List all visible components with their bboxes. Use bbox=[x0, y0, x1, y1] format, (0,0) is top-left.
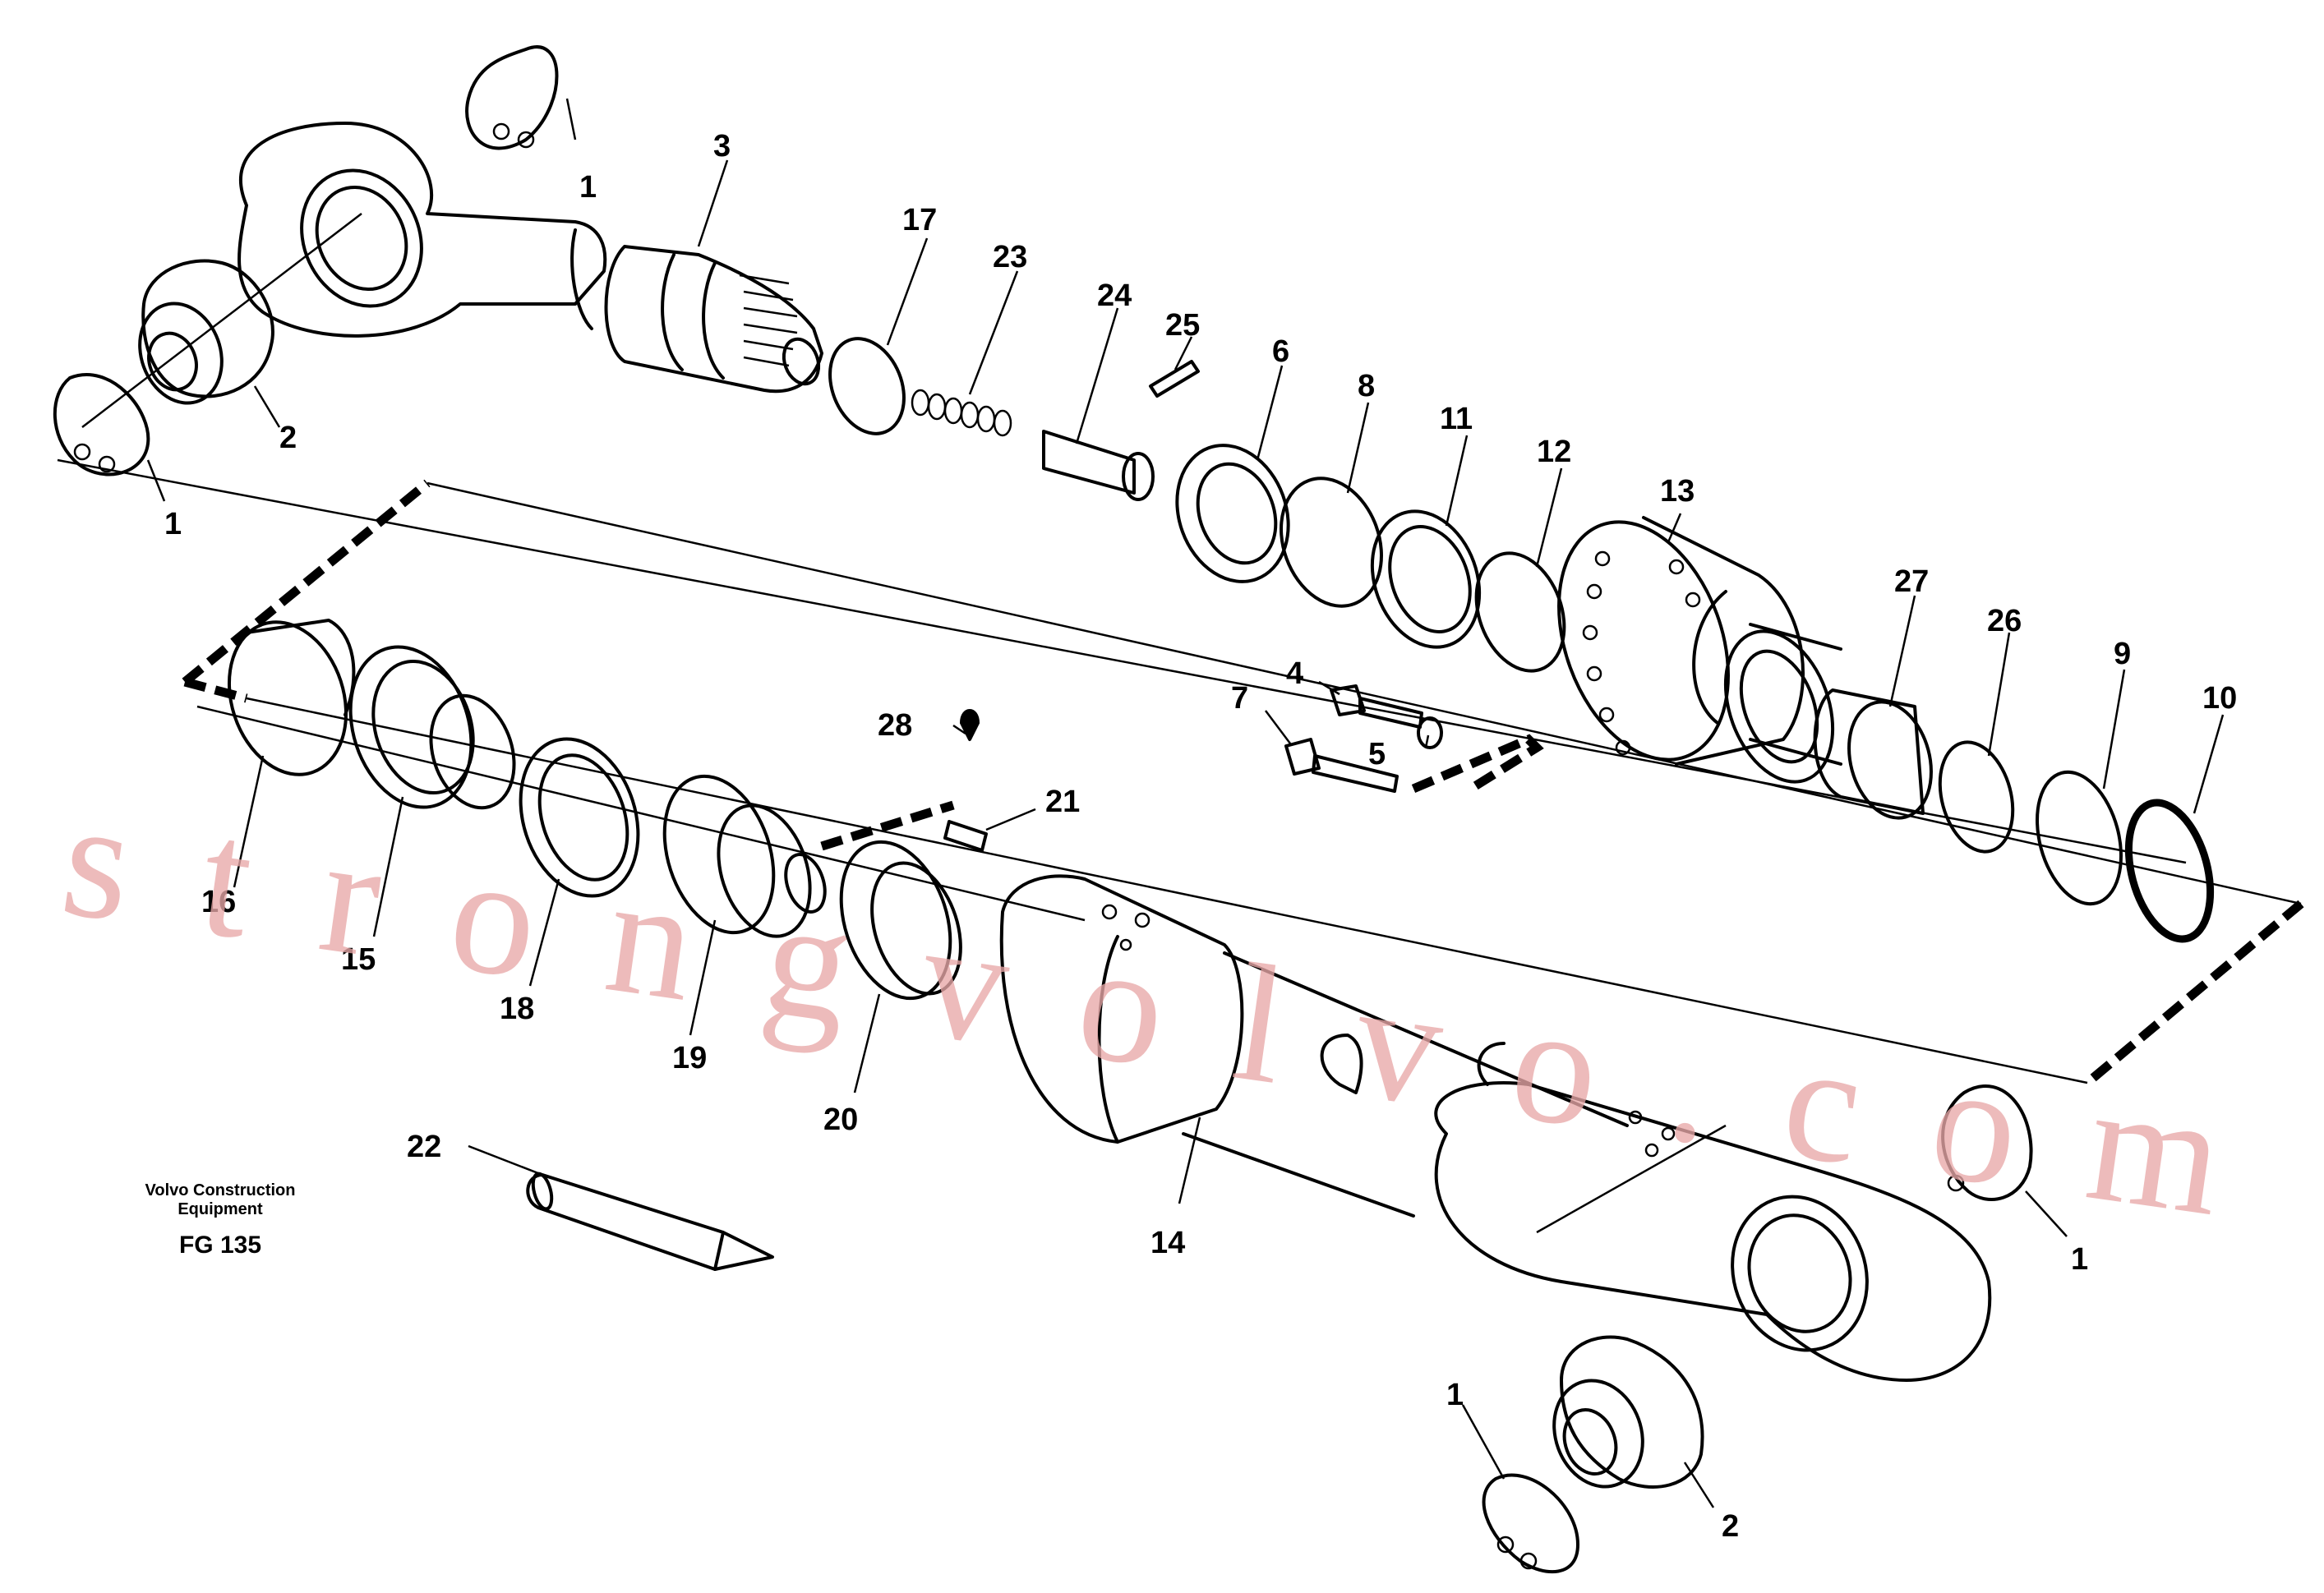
label-14: 14 bbox=[1150, 1226, 1185, 1260]
label-21: 21 bbox=[1045, 785, 1080, 819]
watermark-text: strongvolvo.com bbox=[53, 764, 2243, 1253]
label-23: 23 bbox=[993, 240, 1027, 274]
wiper-11 bbox=[1370, 509, 1482, 649]
ring-18 bbox=[519, 737, 640, 898]
bushing-2-lower bbox=[1552, 1335, 1704, 1489]
label-25: 25 bbox=[1165, 308, 1200, 343]
plug-21 bbox=[943, 820, 988, 852]
seal-9 bbox=[2036, 770, 2123, 906]
label-28: 28 bbox=[878, 708, 912, 743]
piston-19 bbox=[662, 774, 827, 938]
cylinder-tube-14 bbox=[999, 874, 1629, 1218]
cylinder-base-eye bbox=[1320, 1034, 1992, 1382]
screw-7 bbox=[1284, 738, 1399, 793]
snap-ring-1-lower-b bbox=[1482, 1473, 1579, 1573]
pin-25 bbox=[1149, 360, 1200, 398]
bushing-27 bbox=[1813, 688, 1933, 820]
o-ring-17 bbox=[828, 337, 906, 435]
seal-8 bbox=[1280, 477, 1383, 608]
valve-24 bbox=[1042, 430, 1155, 501]
caption-line-1: Volvo Construction bbox=[145, 1181, 296, 1199]
cylinder-head-13 bbox=[1557, 516, 1842, 784]
boundary-dashed-left bbox=[183, 677, 248, 703]
label-1-right: 1 bbox=[2071, 1242, 2088, 1277]
label-1-left: 1 bbox=[164, 507, 182, 541]
screw-4 bbox=[1330, 684, 1423, 729]
bushing-2-upper bbox=[138, 259, 274, 405]
rod-eye bbox=[237, 122, 607, 338]
label-9: 9 bbox=[2114, 637, 2131, 671]
boundary-dashed-right bbox=[2084, 900, 2304, 1087]
seal-12 bbox=[1474, 551, 1566, 673]
ring-20 bbox=[839, 840, 962, 1001]
boundary-dashed-top bbox=[182, 479, 431, 686]
label-4: 4 bbox=[1286, 656, 1303, 691]
rod bbox=[604, 245, 823, 394]
label-16: 16 bbox=[201, 885, 236, 919]
mounting-tool-22 bbox=[526, 1172, 774, 1271]
snap-ring-1-upper-b bbox=[53, 373, 150, 477]
label-27: 27 bbox=[1894, 564, 1929, 599]
label-24: 24 bbox=[1097, 279, 1132, 313]
boundary-dashed-mid bbox=[820, 800, 955, 851]
caption-code: FG 135 bbox=[179, 1232, 261, 1259]
label-10: 10 bbox=[2202, 681, 2237, 716]
washer-5 bbox=[1417, 716, 1443, 749]
label-8: 8 bbox=[1358, 369, 1375, 403]
label-1-top: 1 bbox=[579, 170, 597, 205]
label-1-bottom: 1 bbox=[1446, 1378, 1464, 1412]
label-3: 3 bbox=[713, 129, 731, 163]
label-13: 13 bbox=[1660, 474, 1695, 509]
label-26: 26 bbox=[1987, 604, 2022, 638]
label-5: 5 bbox=[1368, 737, 1386, 771]
label-12: 12 bbox=[1537, 435, 1571, 469]
label-20: 20 bbox=[823, 1103, 858, 1137]
spring-23 bbox=[911, 389, 1012, 437]
label-19: 19 bbox=[672, 1041, 707, 1075]
label-17: 17 bbox=[902, 203, 937, 237]
label-22: 22 bbox=[407, 1130, 441, 1164]
ring-10 bbox=[2124, 799, 2215, 943]
top-eye-axis bbox=[81, 213, 362, 428]
boundary-dashed-inner bbox=[1411, 734, 1544, 794]
label-7: 7 bbox=[1231, 681, 1248, 716]
label-11: 11 bbox=[1440, 402, 1473, 436]
label-18: 18 bbox=[500, 992, 534, 1026]
upper-axis-line bbox=[57, 458, 2187, 864]
snap-ring-1-lower-a bbox=[1941, 1084, 2033, 1201]
ring-26 bbox=[1938, 740, 2015, 854]
grease-nipple-28 bbox=[960, 709, 980, 741]
leader-lines bbox=[146, 98, 2225, 1508]
caption-line-2: Equipment bbox=[178, 1200, 263, 1218]
label-2-bottom: 2 bbox=[1722, 1509, 1739, 1544]
label-15: 15 bbox=[341, 942, 376, 977]
guide-ring-6 bbox=[1175, 444, 1290, 583]
label-2-top: 2 bbox=[279, 421, 297, 455]
label-6: 6 bbox=[1272, 334, 1289, 369]
snap-ring-1-upper-a bbox=[465, 45, 559, 150]
boundary-solid-top bbox=[427, 481, 2302, 905]
bottom-eye-axis bbox=[1536, 1124, 1727, 1234]
piston-seal-15 bbox=[348, 645, 516, 810]
